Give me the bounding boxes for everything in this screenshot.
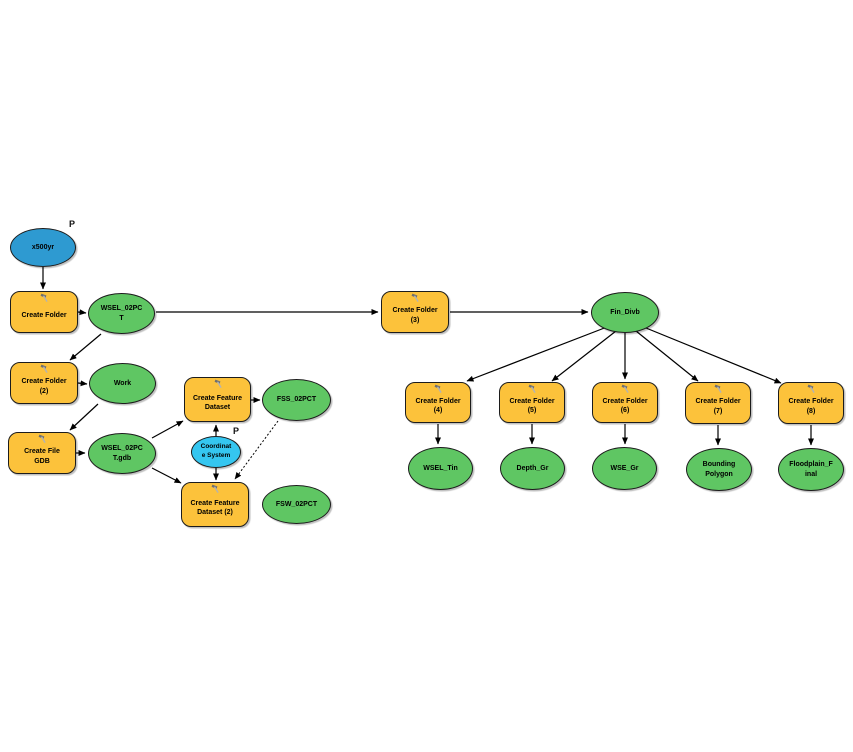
node-data-wsel-02pct[interactable]: WSEL_02PC T — [88, 293, 155, 334]
param-marker-coordinate-system: P — [233, 426, 240, 436]
node-label: Depth_Gr — [516, 464, 549, 472]
edge-findivb-create-folder5 — [551, 330, 617, 382]
node-label: Create Folder (2) — [21, 378, 67, 395]
hammer-icon — [39, 293, 50, 303]
node-label: Create Folder (7) — [695, 398, 741, 415]
node-data-floodplain-final[interactable]: Floodplain_F inal — [778, 448, 844, 491]
edge-fss02pct-cfd2-precondition — [234, 420, 279, 480]
hammer-icon — [527, 384, 538, 394]
node-tool-create-folder-2[interactable]: Create Folder (2) — [10, 362, 78, 404]
node-data-wse-gr[interactable]: WSE_Gr — [592, 447, 657, 490]
node-label: Create Feature Dataset (2) — [190, 499, 240, 516]
node-tool-create-folder-8[interactable]: Create Folder (8) — [778, 382, 844, 424]
hammer-icon — [806, 384, 817, 394]
hammer-icon — [37, 434, 48, 444]
edge-findivb-create-folder8 — [645, 327, 782, 384]
edge-findivb-create-folder4 — [466, 326, 608, 382]
node-data-fss-02pct[interactable]: FSS_02PCT — [262, 379, 331, 421]
hammer-icon — [410, 293, 421, 303]
edge-wsel02pct-create-folder2 — [69, 333, 102, 361]
node-label: Create Folder (4) — [415, 397, 461, 414]
node-label: WSEL_02PC T.gdb — [101, 445, 143, 462]
node-data-depth-gr[interactable]: Depth_Gr — [500, 447, 565, 490]
edge-work-create-file-gdb — [69, 403, 99, 431]
node-label: Create Feature Dataset — [192, 394, 243, 411]
node-input-x500yr[interactable]: x500yr — [10, 228, 76, 267]
node-tool-create-folder-6[interactable]: Create Folder (6) — [592, 382, 658, 423]
node-label: WSEL_Tin — [423, 464, 458, 472]
node-label: WSE_Gr — [610, 464, 639, 472]
node-tool-create-folder-7[interactable]: Create Folder (7) — [685, 382, 751, 424]
node-label: Create Folder (3) — [392, 307, 438, 324]
node-label: Work — [113, 379, 132, 387]
node-label: Fin_Divb — [610, 308, 640, 316]
param-marker-x500yr: P — [69, 219, 76, 229]
node-label: Floodplain_F inal — [789, 461, 833, 478]
hammer-icon — [620, 384, 631, 394]
edge-wselgdb-create-feature-dataset — [151, 420, 184, 439]
node-label: x500yr — [31, 243, 55, 251]
node-label: Bounding Polygon — [702, 461, 736, 478]
node-data-fin-divb[interactable]: Fin_Divb — [591, 292, 659, 333]
hammer-icon — [210, 484, 221, 494]
edge-create-folder2-work — [77, 380, 88, 387]
node-data-wsel-tin[interactable]: WSEL_Tin — [408, 447, 473, 490]
node-label: Create File GDB — [24, 448, 60, 465]
node-label: FSS_02PCT — [276, 396, 317, 404]
hammer-icon — [212, 379, 223, 389]
node-tool-create-file-gdb[interactable]: Create File GDB — [8, 432, 76, 474]
node-data-bounding-polygon[interactable]: Bounding Polygon — [686, 448, 752, 491]
hammer-icon — [39, 364, 50, 374]
node-label: Create Folder (5) — [509, 397, 555, 414]
edge-findivb-create-folder7 — [635, 330, 699, 382]
node-label: FSW_02PCT — [275, 500, 318, 508]
hammer-icon — [433, 384, 444, 394]
node-data-work[interactable]: Work — [89, 363, 156, 404]
node-tool-create-folder[interactable]: Create Folder — [10, 291, 78, 333]
node-label: WSEL_02PC T — [100, 305, 143, 322]
node-data-fsw-02pct[interactable]: FSW_02PCT — [262, 485, 331, 524]
node-label: Create Folder — [21, 311, 67, 319]
hammer-icon — [713, 384, 724, 394]
node-tool-create-feature-dataset-2[interactable]: Create Feature Dataset (2) — [181, 482, 249, 527]
node-param-coordinate-system[interactable]: Coordinat e System — [191, 436, 241, 468]
node-tool-create-feature-dataset[interactable]: Create Feature Dataset — [184, 377, 251, 422]
node-tool-create-folder-5[interactable]: Create Folder (5) — [499, 382, 565, 423]
node-label: Coordinat e System — [200, 443, 232, 459]
node-label: Create Folder (8) — [788, 398, 834, 415]
node-label: Create Folder (6) — [602, 397, 648, 414]
node-tool-create-folder-3[interactable]: Create Folder (3) — [381, 291, 449, 333]
edge-wselgdb-create-feature-dataset2 — [151, 467, 182, 484]
node-tool-create-folder-4[interactable]: Create Folder (4) — [405, 382, 471, 423]
edge-create-folder-wsel02pct — [77, 309, 87, 316]
node-data-wsel-02pct-gdb[interactable]: WSEL_02PC T.gdb — [88, 433, 156, 474]
